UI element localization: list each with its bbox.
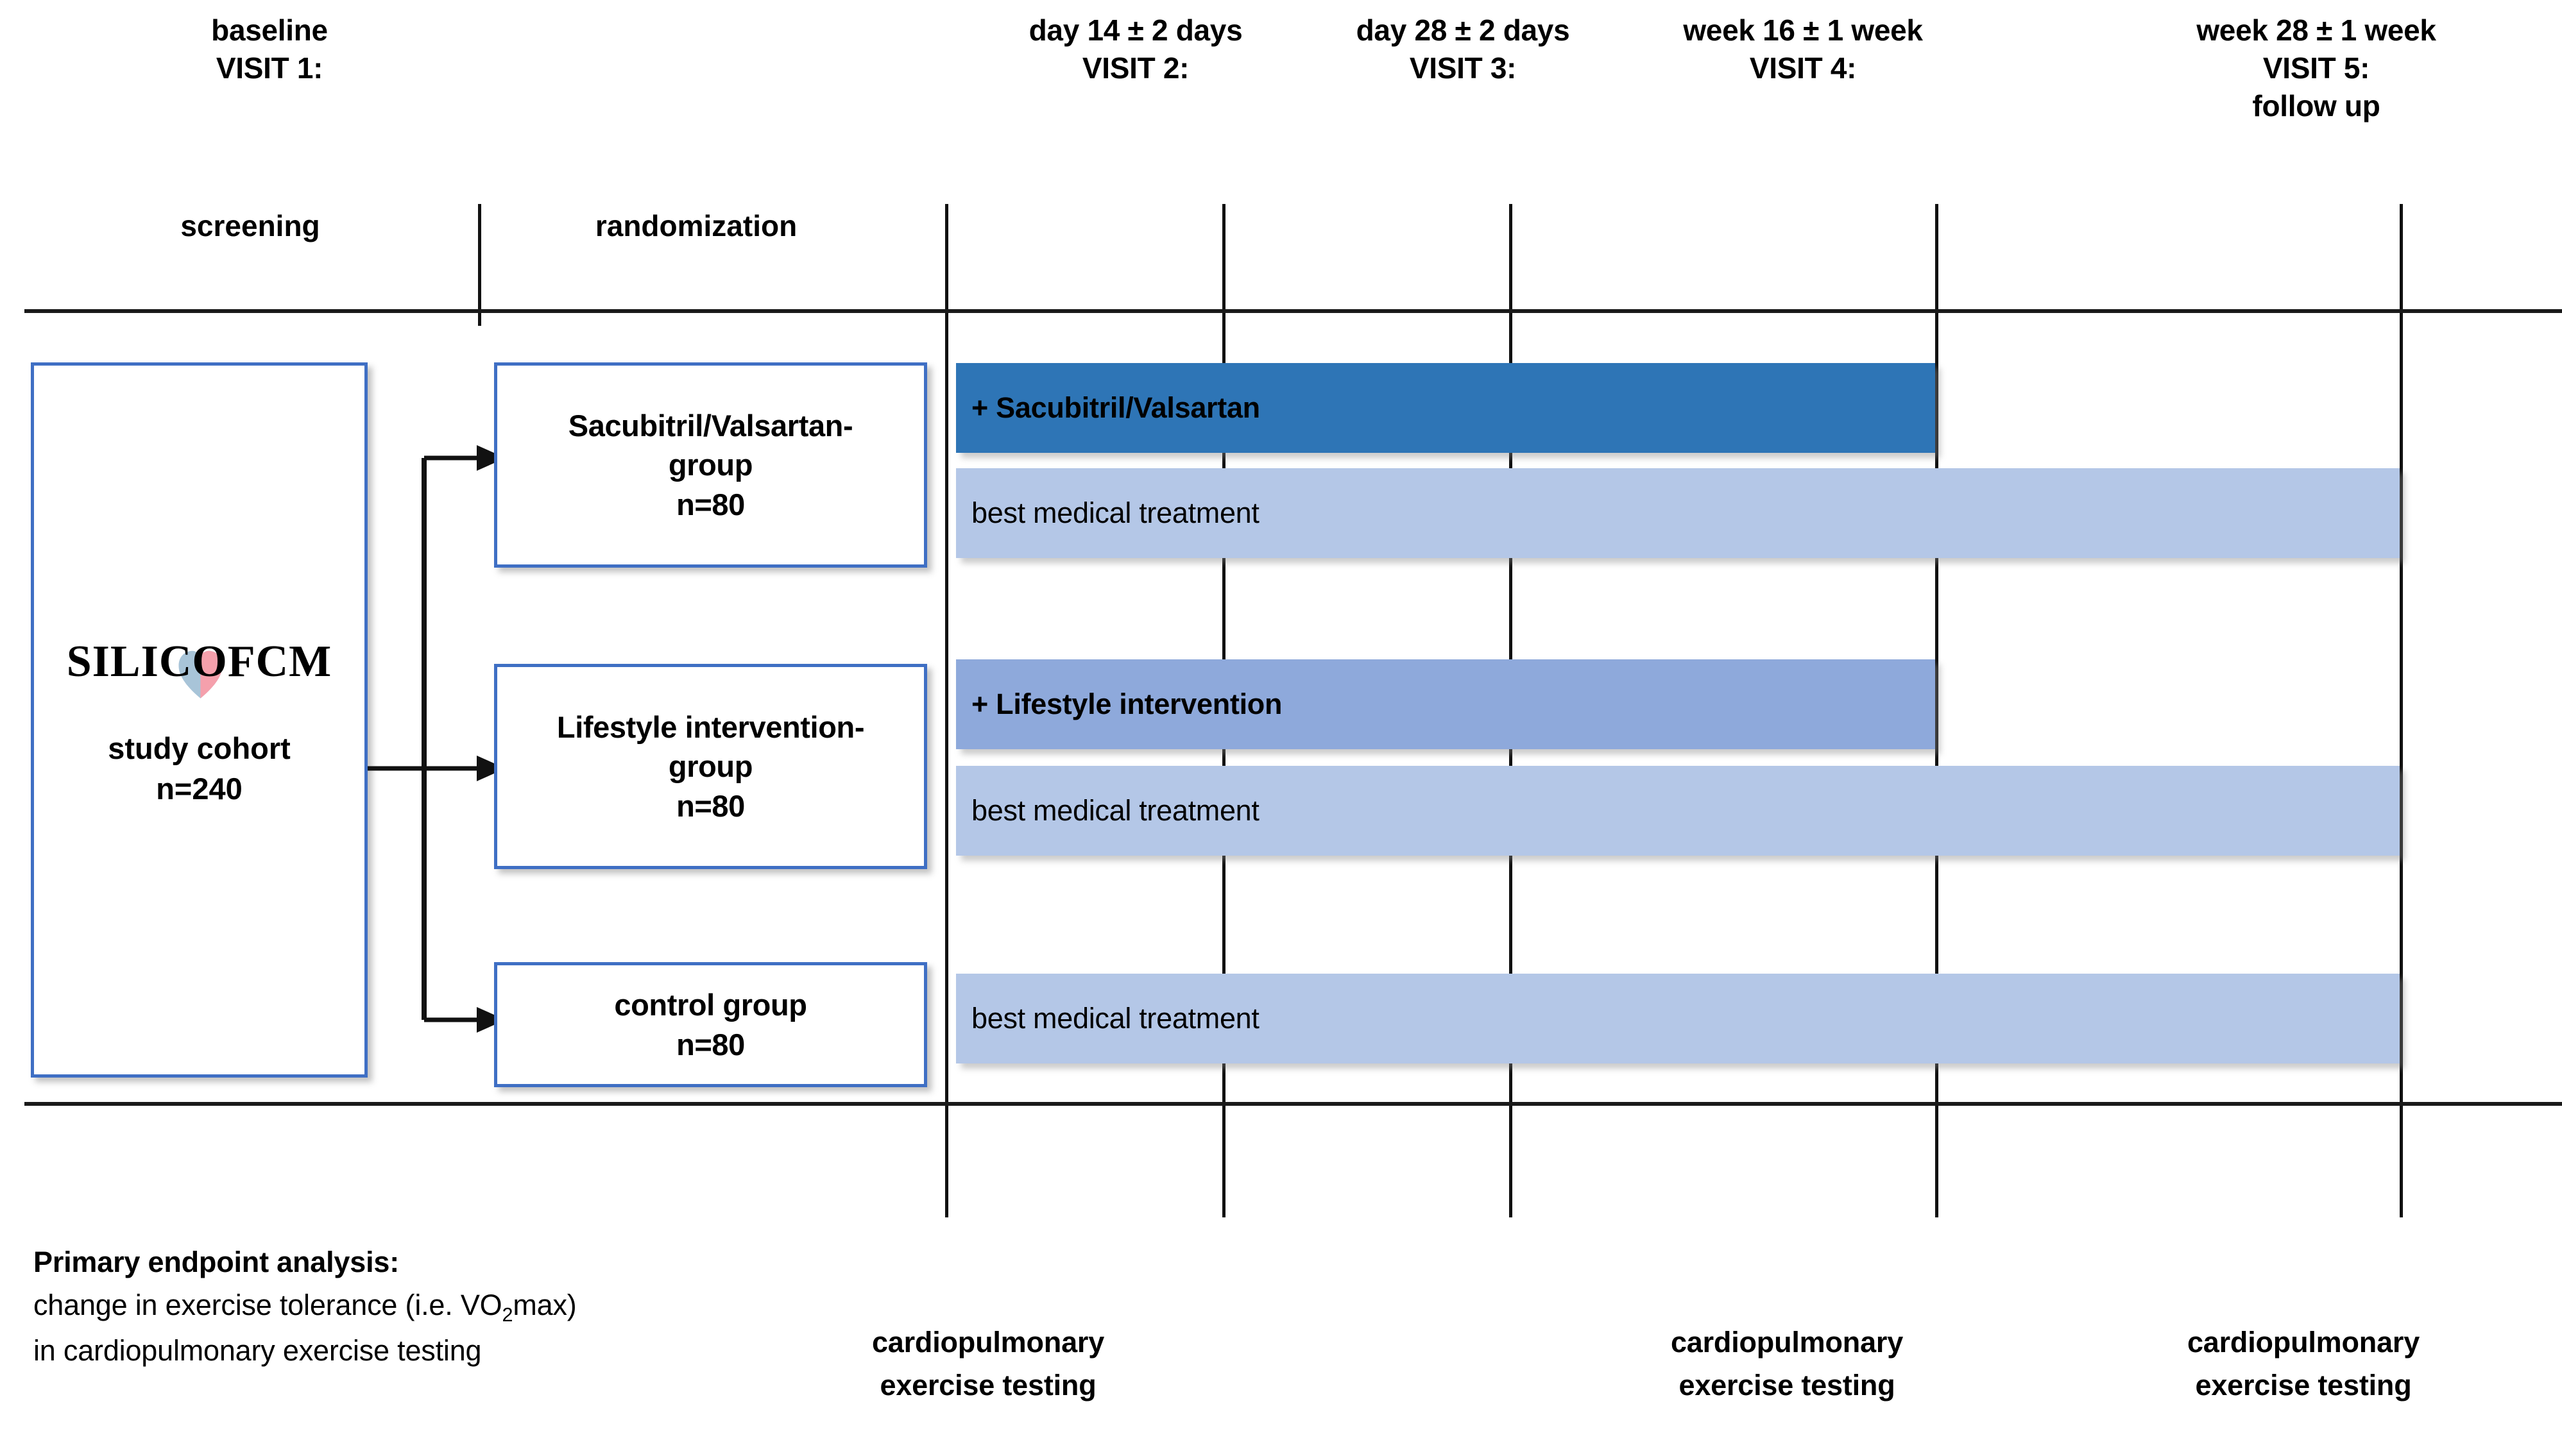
bar-arm2-best-medical-treatment[interactable]: best medical treatment	[956, 766, 2400, 856]
endpoint-title: Primary endpoint analysis:	[33, 1246, 399, 1278]
bar-label: best medical treatment	[971, 496, 1260, 529]
visit-note: follow up	[2252, 89, 2380, 123]
cpet-marker-visit2: cardiopulmonary exercise testing	[764, 1321, 1213, 1407]
group-count: n=80	[676, 487, 745, 521]
endpoint-subscript: 2	[502, 1303, 513, 1326]
phase-label-randomization: randomization	[595, 209, 798, 242]
group-box-sacubitril-valsartan[interactable]: Sacubitril/Valsartan- group n=80	[494, 362, 927, 568]
cpet-line1: cardiopulmonary	[1670, 1326, 1904, 1359]
cpet-line2: exercise testing	[880, 1368, 1097, 1401]
bar-label: best medical treatment	[971, 1002, 1260, 1035]
group-box-lifestyle-intervention[interactable]: Lifestyle intervention- group n=80	[494, 664, 927, 869]
visit-number: VISIT 1:	[216, 51, 323, 85]
heart-icon	[178, 650, 222, 699]
visit-number: VISIT 5:	[2262, 51, 2370, 85]
timeline-divider-visit4	[1935, 204, 1938, 1217]
group-count: n=80	[676, 788, 745, 823]
logo-text-part3: FCM	[227, 637, 332, 687]
bar-lifestyle-intervention[interactable]: + Lifestyle intervention	[956, 659, 1935, 749]
bar-label: best medical treatment	[971, 794, 1260, 827]
cpet-marker-visit5: cardiopulmonary exercise testing	[2079, 1321, 2528, 1407]
visit-timing: baseline	[211, 13, 328, 47]
randomization-arrows	[368, 445, 506, 1033]
visit-number: VISIT 4:	[1749, 51, 1857, 85]
study-cohort-box[interactable]: SILICOFCM study cohort n=240	[31, 362, 368, 1078]
cpet-marker-visit4: cardiopulmonary exercise testing	[1562, 1321, 2011, 1407]
bar-label: + Lifestyle intervention	[971, 688, 1283, 720]
cpet-line2: exercise testing	[1678, 1368, 1895, 1401]
visit-column-3: day 28 ± 2 days VISIT 3:	[1251, 12, 1675, 87]
group-name-line2: group	[668, 448, 753, 482]
bar-label: + Sacubitril/Valsartan	[971, 391, 1260, 424]
primary-endpoint-analysis: Primary endpoint analysis: change in exe…	[33, 1241, 577, 1372]
logo-text: SILICOFCM	[67, 636, 332, 688]
endpoint-line2-b: max)	[513, 1288, 577, 1321]
visit-column-4: week 16 ± 1 week VISIT 4:	[1578, 12, 2028, 87]
cohort-count: n=240	[156, 771, 243, 806]
bar-sacubitril-valsartan[interactable]: + Sacubitril/Valsartan	[956, 363, 1935, 453]
visit-timing: day 14 ± 2 days	[1029, 13, 1243, 47]
visit-column-5: week 28 ± 1 week VISIT 5: follow up	[2092, 12, 2541, 125]
logo-text-part2: O	[192, 637, 228, 687]
group-box-control[interactable]: control group n=80	[494, 962, 927, 1087]
visit-number: VISIT 3:	[1409, 51, 1517, 85]
group-count: n=80	[676, 1027, 745, 1062]
bar-arm3-best-medical-treatment[interactable]: best medical treatment	[956, 974, 2400, 1063]
timeline-divider-screening	[478, 204, 481, 326]
visit-column-2: day 14 ± 2 days VISIT 2:	[924, 12, 1347, 87]
visit-timing: day 28 ± 2 days	[1356, 13, 1570, 47]
cpet-line2: exercise testing	[2195, 1368, 2412, 1401]
logo-text-part1: SILIC	[66, 637, 192, 687]
endpoint-line2-a: change in exercise tolerance (i.e. VO	[33, 1288, 502, 1321]
visit-timing: week 28 ± 1 week	[2196, 13, 2436, 47]
cohort-inner: SILICOFCM study cohort n=240	[67, 631, 332, 808]
bottom-separator-rule	[24, 1102, 2562, 1106]
visit-timing: week 16 ± 1 week	[1683, 13, 1923, 47]
visit-column-1: baseline VISIT 1:	[45, 12, 494, 87]
bar-arm1-best-medical-treatment[interactable]: best medical treatment	[956, 468, 2400, 558]
group-name-line1: control group	[614, 988, 807, 1022]
group-name-line1: Sacubitril/Valsartan-	[568, 409, 853, 443]
cpet-line1: cardiopulmonary	[871, 1326, 1105, 1359]
visit-number: VISIT 2:	[1082, 51, 1190, 85]
endpoint-line3: in cardiopulmonary exercise testing	[33, 1333, 482, 1367]
cohort-label: study cohort	[108, 731, 291, 766]
timeline-divider-randomization	[945, 204, 948, 1217]
group-name-line1: Lifestyle intervention-	[556, 710, 865, 745]
group-name-line2: group	[668, 749, 753, 784]
top-separator-rule	[24, 309, 2562, 313]
phase-label-screening: screening	[180, 209, 320, 242]
endpoint-line2: change in exercise tolerance (i.e. VO2ma…	[33, 1284, 577, 1330]
timeline-divider-visit5	[2400, 204, 2403, 1217]
silicofcm-logo: SILICOFCM	[67, 631, 332, 699]
cpet-line1: cardiopulmonary	[2187, 1326, 2420, 1359]
